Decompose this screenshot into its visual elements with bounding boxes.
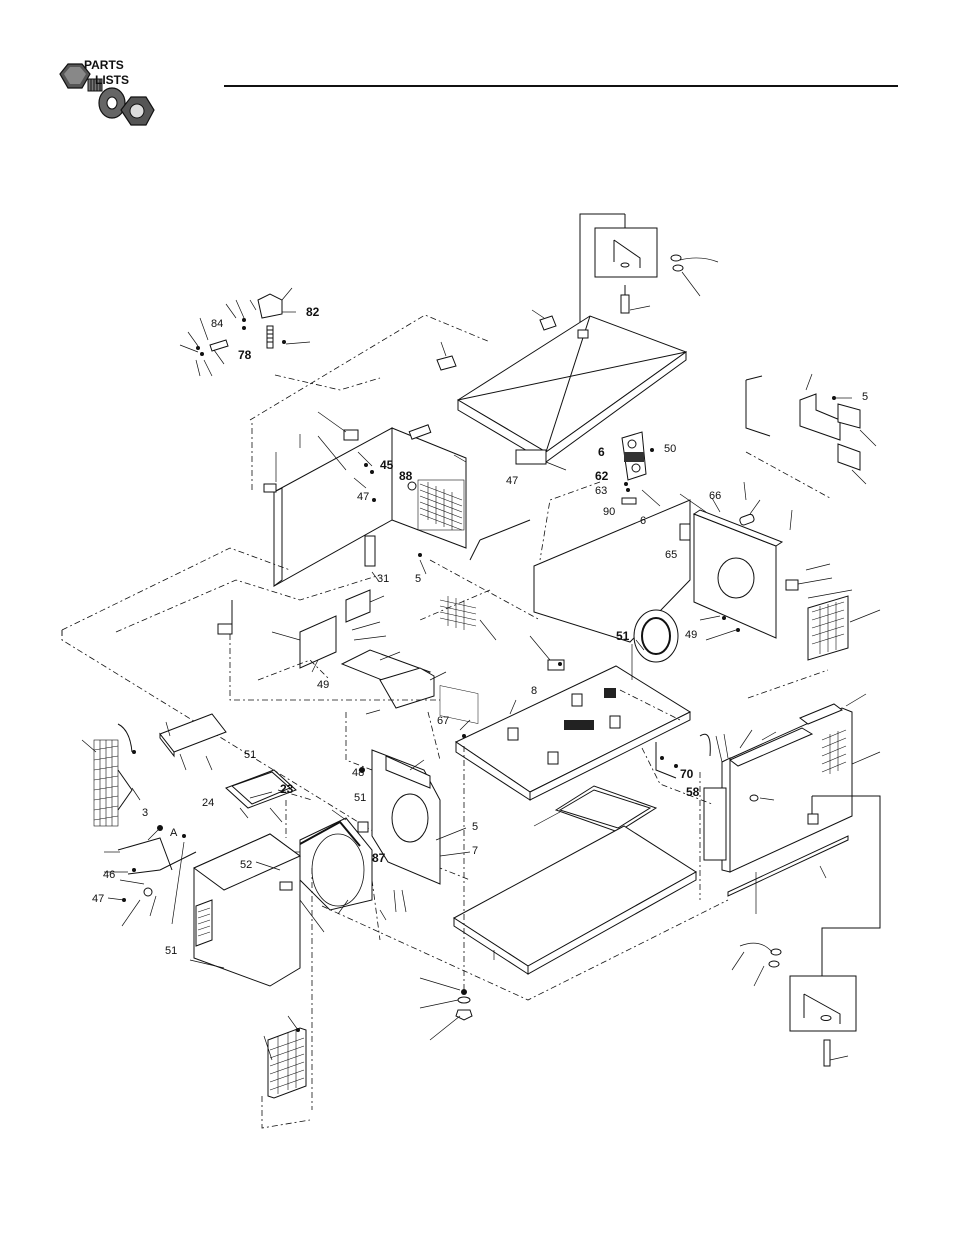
callout-51-center: 51: [616, 629, 630, 643]
roof-panel: [458, 316, 686, 470]
callout-31: 31: [377, 573, 389, 585]
callout-47-bottom: 47: [92, 893, 104, 905]
bottom-louver-piece: [262, 1016, 310, 1128]
callout-51-fan: 51: [354, 792, 366, 804]
callout-62: 62: [595, 469, 609, 483]
right-end-panel: [680, 482, 880, 660]
callout-51-battery: 51: [244, 749, 256, 761]
callout-47-roof: 47: [506, 475, 518, 487]
fan-shroud: [290, 712, 470, 940]
callout-58: 58: [686, 785, 700, 799]
drip-pan: [534, 786, 656, 832]
callout-A: A: [170, 827, 178, 839]
callout-90: 90: [603, 506, 615, 518]
callout-87: 87: [372, 851, 386, 865]
latch-rod: [104, 825, 196, 926]
logo-line-1: PARTS: [84, 58, 124, 72]
latch-assembly: [180, 288, 310, 376]
left-grille-column: [82, 724, 140, 826]
callout-48: 48: [352, 767, 364, 779]
callout-52: 52: [240, 859, 252, 871]
callout-3: 3: [142, 807, 148, 819]
base-slab: [454, 826, 696, 974]
base-frame: [456, 666, 690, 800]
callout-6-panel: 6: [640, 515, 646, 527]
callout-7: 7: [472, 845, 478, 857]
bracket-inset-right: [746, 374, 876, 498]
callout-88: 88: [399, 469, 413, 483]
callout-49-left: 49: [317, 679, 329, 691]
parts-lists-logo: PARTS LISTS: [60, 58, 154, 125]
callout-82: 82: [306, 305, 320, 319]
callout-66: 66: [709, 490, 721, 502]
logo-line-2: LISTS: [95, 73, 129, 87]
callout-84: 84: [211, 318, 223, 330]
callout-46: 46: [103, 869, 115, 881]
callout-45: 45: [380, 458, 394, 472]
callout-67: 67: [437, 715, 449, 727]
callout-8: 8: [531, 685, 537, 697]
center-grille: [440, 596, 496, 724]
callout-5-right: 5: [862, 391, 868, 403]
callout-70: 70: [680, 767, 694, 781]
control-module: [622, 432, 660, 506]
alternator-cylinder: [530, 500, 690, 680]
callout-5-fan: 5: [472, 821, 478, 833]
callout-50: 50: [664, 443, 676, 455]
callout-5-center: 5: [415, 573, 421, 585]
callout-23: 23: [280, 782, 294, 796]
inset-top: [580, 214, 718, 326]
callout-51-bottom: 51: [165, 945, 177, 957]
callout-63: 63: [595, 485, 607, 497]
callout-49-right: 49: [685, 629, 697, 641]
callout-47-left: 47: [357, 491, 369, 503]
callout-78: 78: [238, 348, 252, 362]
callout-65: 65: [665, 549, 677, 561]
callout-6-roof: 6: [598, 445, 605, 459]
callout-24: 24: [202, 797, 214, 809]
